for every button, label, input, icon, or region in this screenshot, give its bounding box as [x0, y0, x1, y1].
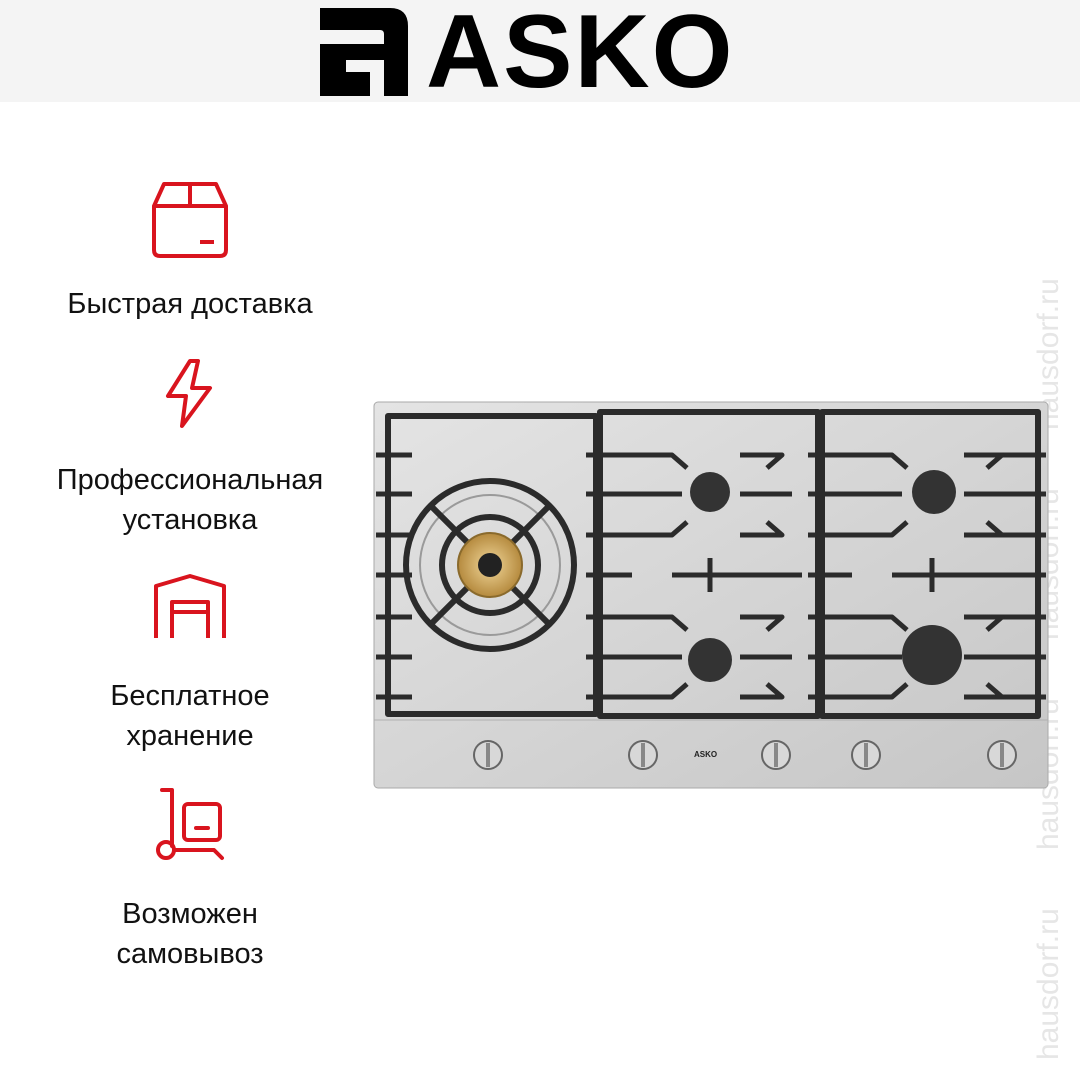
feature-label: установка — [122, 504, 258, 536]
burner — [902, 625, 962, 685]
gas-hob-image: ASKO — [373, 401, 1049, 789]
brand-name: ASKO — [426, 0, 735, 110]
feature-label: Быстрая доставка — [67, 288, 313, 320]
header-bar: ASKO — [0, 0, 1080, 110]
hand-truck-icon — [156, 788, 224, 860]
box-icon — [152, 182, 228, 258]
feature-free-storage: Бесплатное хранение — [0, 572, 380, 756]
panel-logo: ASKO — [694, 750, 717, 759]
feature-label: Возможен — [122, 898, 258, 930]
feature-label: хранение — [126, 720, 254, 752]
feature-label: Бесплатное — [110, 680, 270, 712]
feature-pickup: Возможен самовывоз — [0, 786, 380, 974]
burner — [688, 638, 732, 682]
watermark: hausdorf.ru — [1032, 908, 1065, 1060]
warehouse-icon — [154, 574, 226, 638]
burner — [912, 470, 956, 514]
burner — [690, 472, 730, 512]
feature-label: Профессиональная — [56, 464, 324, 496]
asko-logo-mark-icon — [320, 8, 408, 96]
feature-fast-delivery: Быстрая доставка — [0, 180, 380, 324]
lightning-icon — [166, 359, 212, 428]
feature-professional-install: Профессиональная установка — [0, 358, 380, 540]
brand-logo: ASKO — [320, 0, 735, 110]
feature-label: самовывоз — [116, 938, 264, 970]
